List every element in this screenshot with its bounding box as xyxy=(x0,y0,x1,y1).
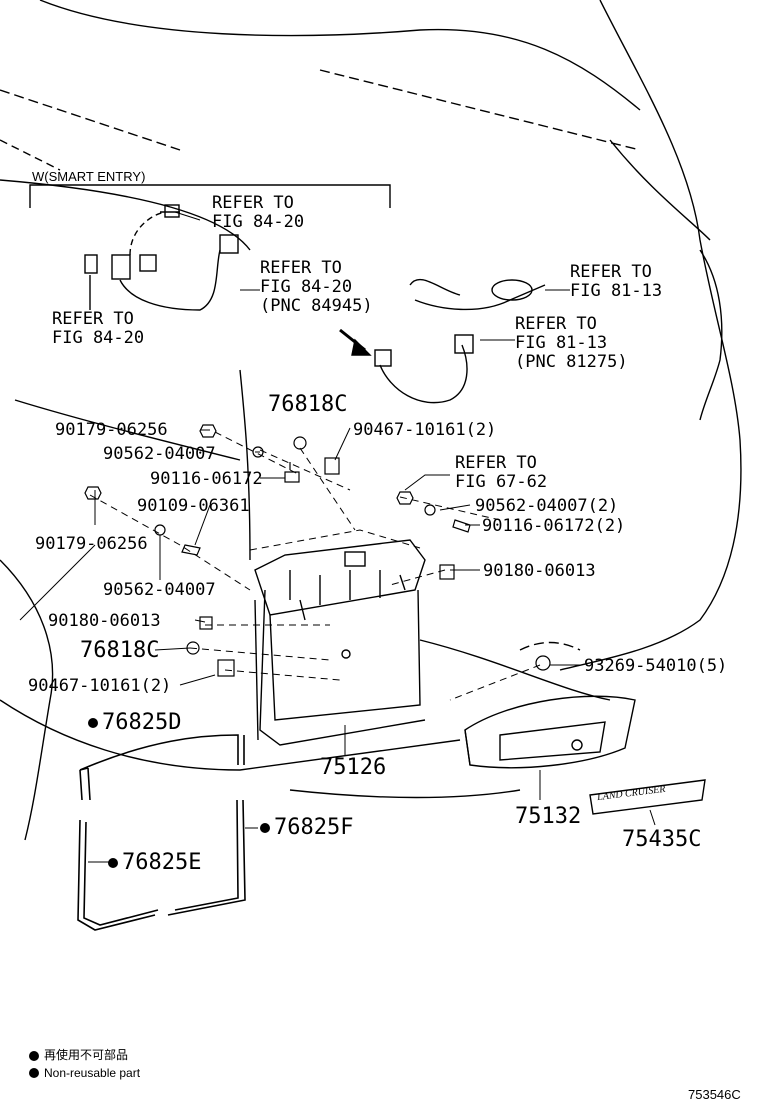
part-76825d-label: 76825D xyxy=(102,710,182,735)
smart-entry-bracket xyxy=(29,184,391,208)
part-90116-06172-a: 90116-06172 xyxy=(150,469,263,489)
non-reusable-dot-icon xyxy=(108,858,118,868)
part-90562-04007-b: 90562-04007 xyxy=(103,580,216,600)
part-90562-04007-c: 90562-04007(2) xyxy=(475,496,619,516)
part-90109-06361: 90109-06361 xyxy=(137,496,250,516)
refer-fig84-mid-line1: REFER TO xyxy=(260,258,342,278)
refer-fig84-top-line2: FIG 84-20 xyxy=(212,212,305,232)
refer-fig84-mid-line2: FIG 84-20 xyxy=(260,277,353,297)
part-75132: 75132 xyxy=(515,804,582,829)
refer-fig84-left-line2: FIG 84-20 xyxy=(52,328,145,348)
part-90179-06256-b: 90179-06256 xyxy=(35,534,148,554)
refer-fig81-mid-line3: (PNC 81275) xyxy=(515,352,628,372)
part-75126: 75126 xyxy=(320,755,387,780)
refer-fig81-mid-line1: REFER TO xyxy=(515,314,597,334)
emblem-75435c-drawing xyxy=(589,779,706,815)
part-76818c-top: 76818C xyxy=(268,392,348,417)
harness-left-drawing xyxy=(84,204,239,311)
part-76825e-label: 76825E xyxy=(122,850,202,875)
legend-line-ja: 再使用不可部品 xyxy=(44,1048,129,1062)
assembly-dash-lines xyxy=(89,431,541,701)
part-90467-10161-a: 90467-10161(2) xyxy=(353,420,497,440)
non-reusable-dot-icon xyxy=(88,718,98,728)
part-76825f: 76825F xyxy=(260,816,353,840)
legend-line-en: Non-reusable part xyxy=(44,1066,141,1080)
part-75435c: 75435C xyxy=(622,827,702,852)
part-76825e: 76825E xyxy=(108,851,201,875)
refer-fig84-top-line1: REFER TO xyxy=(212,193,294,213)
panel-75126-drawing xyxy=(254,539,426,746)
part-90116-06172-b: 90116-06172(2) xyxy=(482,516,626,536)
part-76825d: 76825D xyxy=(88,711,181,735)
part-90562-04007-a: 90562-04007 xyxy=(103,444,216,464)
refer-fig67-line2: FIG 67-62 xyxy=(455,472,548,492)
refer-fig84-mid-line3: (PNC 84945) xyxy=(260,296,373,316)
garnish-75132-drawing xyxy=(464,695,636,769)
refer-fig81-mid-line2: FIG 81-13 xyxy=(515,333,608,353)
part-76818c-b: 76818C xyxy=(80,638,160,663)
refer-fig81-top-line1: REFER TO xyxy=(570,262,652,282)
smart-entry-note: W(SMART ENTRY) xyxy=(32,169,146,184)
leader-lines xyxy=(19,211,656,863)
part-90467-10161-b: 90467-10161(2) xyxy=(28,676,172,696)
figure-id: 753546C xyxy=(688,1087,741,1102)
part-90180-06013-a: 90180-06013 xyxy=(483,561,596,581)
harness-right-drawing xyxy=(339,278,546,404)
weatherstrip-drawing xyxy=(77,734,246,931)
refer-fig67-line1: REFER TO xyxy=(455,453,537,473)
part-76825f-label: 76825F xyxy=(274,815,354,840)
refer-fig84-left-line1: REFER TO xyxy=(52,309,134,329)
part-90180-06013-b: 90180-06013 xyxy=(48,611,161,631)
part-90179-06256-a: 90179-06256 xyxy=(55,420,168,440)
refer-fig81-top-line2: FIG 81-13 xyxy=(570,281,663,301)
fasteners xyxy=(84,424,551,677)
non-reusable-dot-icon xyxy=(260,823,270,833)
part-93269-54010: 93269-54010(5) xyxy=(584,656,728,676)
